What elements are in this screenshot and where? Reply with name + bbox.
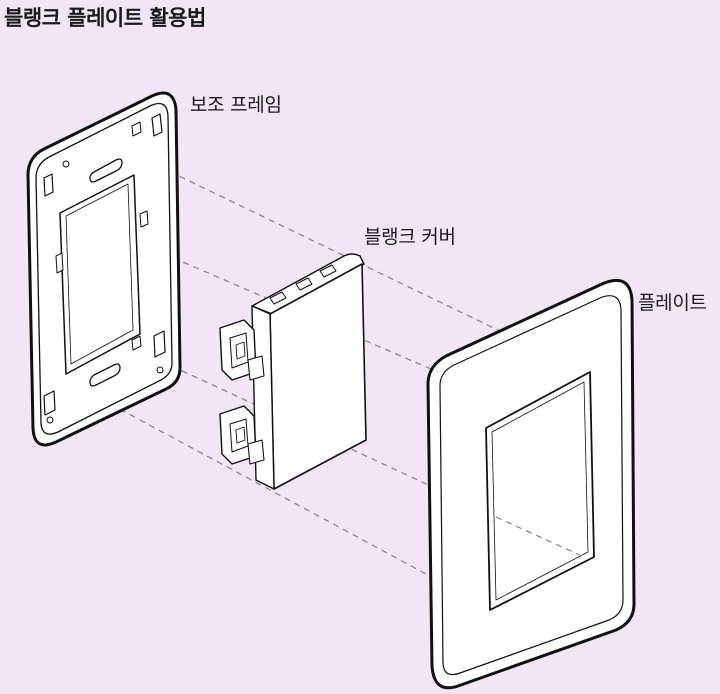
label-blank-cover: 블랭크 커버 <box>364 226 456 248</box>
label-plate: 플레이트 <box>638 292 707 314</box>
plate <box>426 279 636 690</box>
page-title: 블랭크 플레이트 활용법 <box>4 6 206 30</box>
blank-cover <box>219 253 367 490</box>
sub-frame <box>26 91 182 447</box>
label-sub-frame: 보조 프레임 <box>190 94 282 116</box>
alignment-lines-front <box>495 516 583 557</box>
